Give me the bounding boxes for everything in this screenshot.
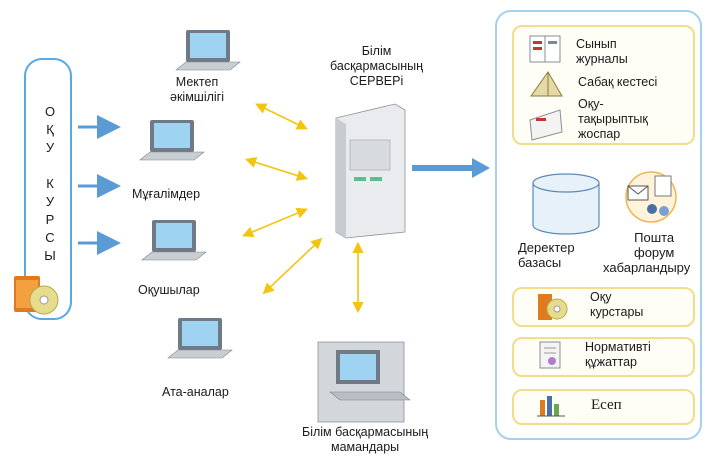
computer-icon-parents	[167, 318, 233, 359]
courses-letter: С	[45, 230, 55, 245]
timetable-label: Сабақ кестесі	[578, 75, 658, 89]
label-students: Оқушылар	[138, 283, 200, 297]
study-plan-icon	[529, 109, 563, 141]
label-line: Оқу	[590, 290, 612, 304]
label-line: Нормативті	[585, 340, 651, 354]
label-line: құжаттар	[585, 355, 637, 369]
label-line: базасы	[518, 255, 562, 270]
class-journal-icon	[529, 35, 561, 63]
class-journal-label: Сынып журналы	[576, 37, 628, 67]
courses-label: Оқу курстары	[590, 290, 643, 320]
label-line: Пошта	[634, 230, 675, 245]
computer-icon-admin	[175, 30, 241, 71]
label-line: тақырыптық	[578, 112, 648, 126]
mail-forum-label: Пошта форум	[634, 230, 674, 260]
label-parents: Ата-аналар	[162, 385, 229, 399]
computer-icon-students	[141, 220, 207, 261]
timetable-icon	[530, 71, 563, 97]
label-line: басқармасының	[330, 59, 424, 73]
label-teachers: Мұғалімдер	[132, 187, 201, 201]
server-label: Білім басқармасының СЕРВЕРі	[330, 44, 423, 89]
label-line: жоспар	[578, 127, 621, 141]
label-line: Деректер	[518, 240, 575, 255]
label-line: Білім басқармасының	[302, 425, 429, 439]
study-plan-label: Оқу- тақырыптық жоспар	[578, 97, 648, 142]
computer-icon-teachers	[139, 120, 205, 161]
label-line: журналы	[576, 52, 628, 66]
label-line: мамандары	[330, 440, 400, 454]
label-line: әкімшілігі	[170, 90, 225, 104]
normative-docs-label: Нормативті құжаттар	[585, 340, 651, 370]
label-line: курстары	[590, 305, 644, 319]
courses-letter: Ы	[44, 248, 56, 263]
label-line: форум	[634, 245, 675, 260]
courses-letter: О	[44, 104, 56, 119]
courses-letter: Қ	[46, 122, 54, 137]
database-label: Деректер базасы	[518, 240, 575, 270]
label-school-admin: Мектеп әкімшілігі	[170, 75, 224, 105]
label-line: Мектеп	[175, 75, 219, 89]
report-label: Есеп	[591, 397, 622, 413]
specialists-label: Білім басқармасының мамандары	[302, 425, 428, 455]
courses-letter: К	[46, 176, 54, 191]
announcements-label: хабарландыру	[603, 260, 691, 275]
courses-letter: У	[45, 140, 55, 155]
label-line: СЕРВЕРі	[349, 74, 404, 88]
label-line: Сынып	[576, 37, 617, 51]
label-line: Білім	[361, 44, 392, 58]
courses-vertical-box: О Қ У К У Р С Ы	[24, 58, 72, 320]
label-line: Оқу-	[578, 97, 604, 111]
courses-letter: У	[45, 194, 55, 209]
courses-letter: Р	[45, 212, 55, 227]
